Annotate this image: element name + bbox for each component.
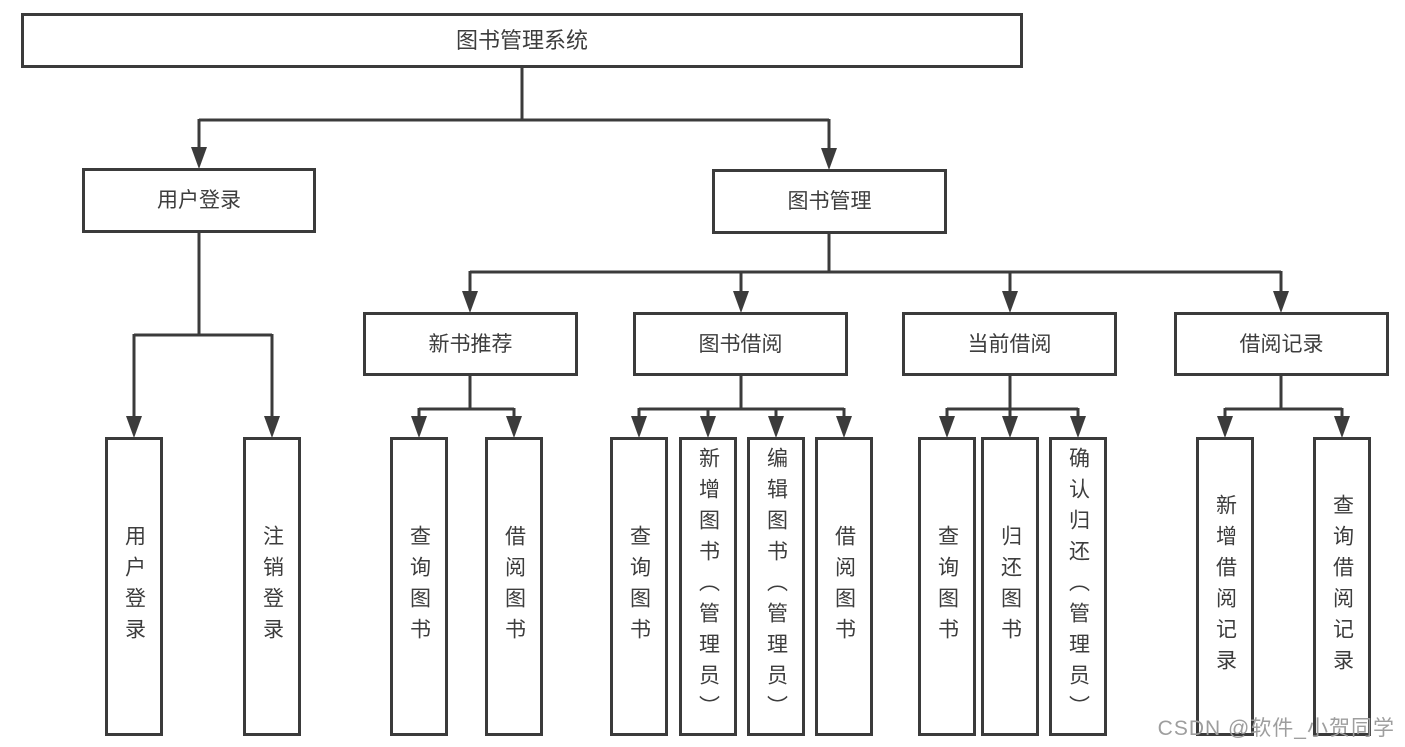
leaf-recommend-query-books-label: 查询图书 [407,524,431,649]
node-book-borrow-label: 图书借阅 [698,332,783,356]
node-current-borrow-label: 当前借阅 [967,332,1052,356]
leaf-records-query-record-label: 查询借阅记录 [1330,493,1354,680]
leaf-logout-label: 注销登录 [260,524,284,649]
node-root-label: 图书管理系统 [455,27,588,53]
node-book-management-label: 图书管理 [787,190,872,213]
node-new-book-recommend-label: 新书推荐 [428,332,513,356]
node-new-book-recommend: 新书推荐 [363,312,578,376]
leaf-logout: 注销登录 [243,437,301,736]
leaf-user-login: 用户登录 [105,437,163,736]
leaf-user-login-label: 用户登录 [122,524,146,649]
leaf-current-return-books: 归还图书 [981,437,1039,736]
leaf-recommend-borrow-books: 借阅图书 [485,437,543,736]
leaf-borrow-edit-books-admin: 编辑图书（管理员） [747,437,805,736]
node-borrow-records: 借阅记录 [1174,312,1389,376]
node-user-login-label: 用户登录 [157,189,241,212]
node-current-borrow: 当前借阅 [902,312,1117,376]
leaf-borrow-query-books-label: 查询图书 [627,524,651,649]
leaf-borrow-borrow-books-label: 借阅图书 [832,524,856,649]
leaf-records-query-record: 查询借阅记录 [1313,437,1371,736]
leaf-records-add-record-label: 新增借阅记录 [1213,493,1237,680]
leaf-borrow-edit-books-admin-label: 编辑图书（管理员） [764,447,788,726]
leaf-current-confirm-return-admin-label: 确认归还（管理员） [1066,447,1090,726]
leaf-current-query-books: 查询图书 [918,437,976,736]
leaf-current-return-books-label: 归还图书 [998,524,1022,649]
leaf-borrow-query-books: 查询图书 [610,437,668,736]
leaf-current-confirm-return-admin: 确认归还（管理员） [1049,437,1107,736]
node-borrow-records-label: 借阅记录 [1239,332,1324,356]
leaf-borrow-add-books-admin: 新增图书（管理员） [679,437,737,736]
node-book-borrow: 图书借阅 [633,312,848,376]
leaf-records-add-record: 新增借阅记录 [1196,437,1254,736]
node-root: 图书管理系统 [21,13,1023,68]
leaf-borrow-borrow-books: 借阅图书 [815,437,873,736]
leaf-recommend-query-books: 查询图书 [390,437,448,736]
node-user-login: 用户登录 [82,168,316,233]
leaf-borrow-add-books-admin-label: 新增图书（管理员） [696,447,720,726]
leaf-current-query-books-label: 查询图书 [935,524,959,649]
node-book-management: 图书管理 [712,169,947,234]
tree-edges [132,66,1344,420]
arrowheads [126,147,1350,438]
leaf-recommend-borrow-books-label: 借阅图书 [502,524,526,649]
